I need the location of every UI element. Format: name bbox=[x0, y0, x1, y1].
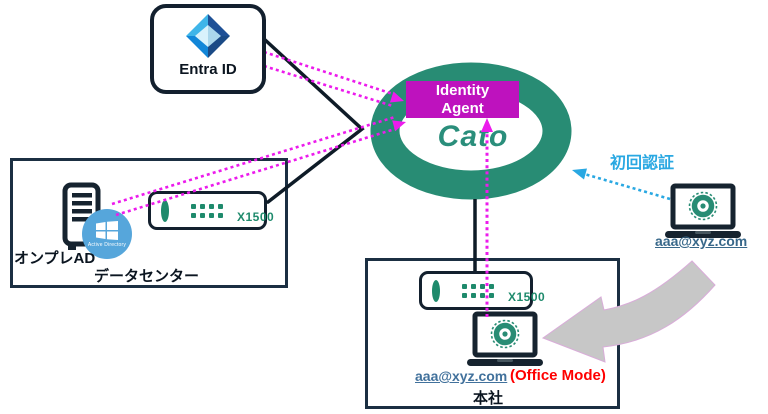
appliance-dots-icon bbox=[191, 203, 223, 218]
ad-badge-label: Active Directory bbox=[87, 241, 127, 248]
headquarters-label: 本社 bbox=[473, 390, 504, 407]
initial-auth-arrow-line bbox=[580, 171, 671, 201]
entra-id-label: Entra ID bbox=[179, 61, 237, 78]
datacenter-label: データセンター bbox=[94, 268, 200, 285]
remote-laptop-icon bbox=[664, 183, 742, 246]
cato-cloud-label: Cato bbox=[437, 120, 509, 153]
identity-agent-node: Identity Agent bbox=[406, 81, 519, 118]
arrowhead bbox=[389, 91, 404, 103]
active-directory-icon: Active Directory bbox=[82, 209, 132, 259]
entra-to-agent-arrow-line bbox=[263, 64, 394, 108]
office-mode-label: (Office Mode) bbox=[510, 367, 606, 384]
entra-to-agent-arrow-line bbox=[263, 50, 394, 96]
headquarters-socket-appliance: X1500 bbox=[419, 271, 545, 310]
appliance-ring-icon bbox=[432, 279, 440, 302]
appliance-model-label: X1500 bbox=[237, 209, 275, 224]
arrowhead bbox=[572, 168, 587, 180]
onprem-ad-label: オンプレAD bbox=[14, 250, 96, 267]
entra-id-node: Entra ID bbox=[150, 4, 266, 94]
datacenter-socket-appliance: X1500 bbox=[148, 191, 274, 230]
hq-laptop-icon bbox=[466, 311, 544, 374]
arrowhead bbox=[392, 120, 406, 132]
appliance-ring-icon bbox=[161, 199, 169, 222]
hq-client-email-link[interactable]: aaa@xyz.com bbox=[415, 368, 508, 384]
initial-auth-label: 初回認証 bbox=[610, 155, 675, 172]
windows-flag-icon bbox=[96, 220, 118, 240]
appliance-dots-icon bbox=[462, 283, 494, 298]
entra-id-icon bbox=[186, 14, 230, 58]
remote-client-email-link[interactable]: aaa@xyz.com bbox=[655, 233, 748, 249]
appliance-model-label: X1500 bbox=[508, 289, 546, 304]
